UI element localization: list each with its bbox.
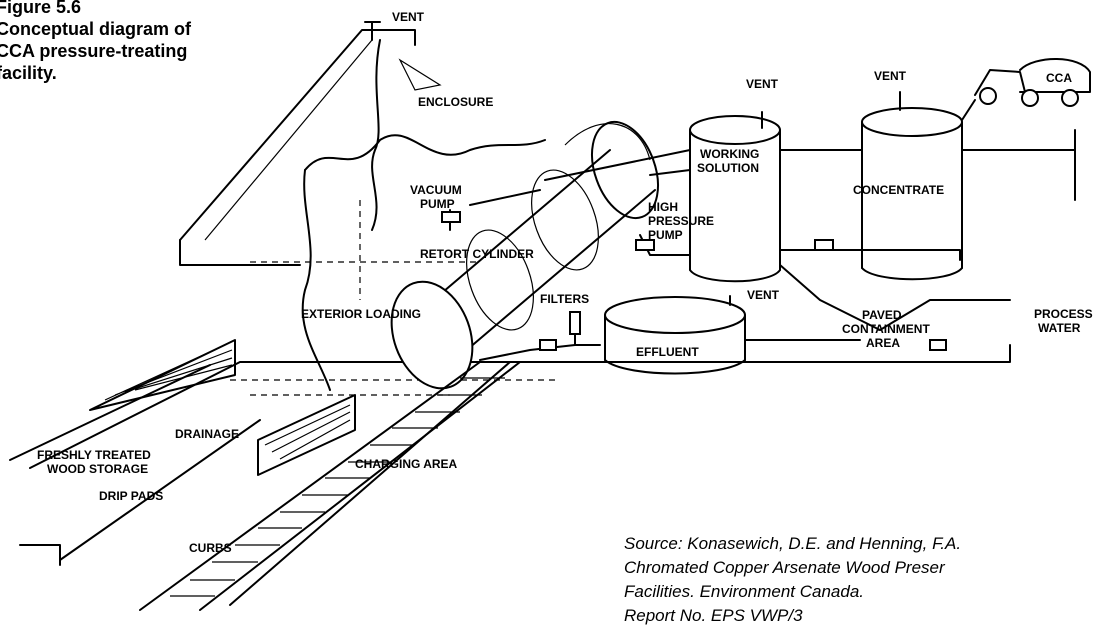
paved-containment-label: AREA <box>866 336 900 350</box>
effluent-label: EFFLUENT <box>636 345 699 359</box>
curbs-label: CURBS <box>189 541 232 555</box>
vent-label: VENT <box>874 69 907 83</box>
filters-label: FILTERS <box>540 292 589 306</box>
freshly-treated-label: WOOD STORAGE <box>47 462 148 476</box>
high-pressure-pump-label: HIGH <box>648 200 678 214</box>
source-line: Chromated Copper Arsenate Wood Preser <box>624 556 961 580</box>
process-water-label: WATER <box>1038 321 1081 335</box>
retort-cylinder-label: RETORT CYLINDER <box>420 247 534 261</box>
vent-label: VENT <box>392 10 425 24</box>
paved-containment-label: CONTAINMENT <box>842 322 930 336</box>
working-solution-label: SOLUTION <box>697 161 759 175</box>
working-solution-tank <box>690 112 780 281</box>
vacuum-pump-label: VACUUM <box>410 183 462 197</box>
cca-truck <box>975 59 1090 106</box>
exterior-loading-label: EXTERIOR LOADING <box>301 307 421 321</box>
source-line: Report No. EPS VWP/3 <box>624 604 961 628</box>
floor-outline <box>10 345 1010 468</box>
freshly-treated-label: FRESHLY TREATED <box>37 448 151 462</box>
paved-containment-label: PAVED <box>862 308 902 322</box>
source-line: Facilities. Environment Canada. <box>624 580 961 604</box>
charging-area-label: CHARGING AREA <box>355 457 458 471</box>
source-line: Source: Konasewich, D.E. and Henning, F.… <box>624 532 961 556</box>
enclosure-label: ENCLOSURE <box>418 95 493 109</box>
vent-label: VENT <box>746 77 779 91</box>
high-pressure-pump-label: PRESSURE <box>648 214 714 228</box>
enclosure-building <box>180 30 545 390</box>
drip-pads-label: DRIP PADS <box>99 489 163 503</box>
facility-diagram: VENT ENCLOSURE VACUUM PUMP RETORT CYLIND… <box>0 0 1099 613</box>
concentrate-label: CONCENTRATE <box>853 183 944 197</box>
process-water-label: PROCESS <box>1034 307 1093 321</box>
truck-cca-label: CCA <box>1046 71 1072 85</box>
working-solution-label: WORKING <box>700 147 759 161</box>
vacuum-pump-label: PUMP <box>420 197 455 211</box>
drainage-label: DRAINAGE <box>175 427 239 441</box>
vent-label: VENT <box>747 288 780 302</box>
source-citation: Source: Konasewich, D.E. and Henning, F.… <box>624 532 961 628</box>
high-pressure-pump-label: PUMP <box>648 228 683 242</box>
charging-rails <box>20 362 520 610</box>
